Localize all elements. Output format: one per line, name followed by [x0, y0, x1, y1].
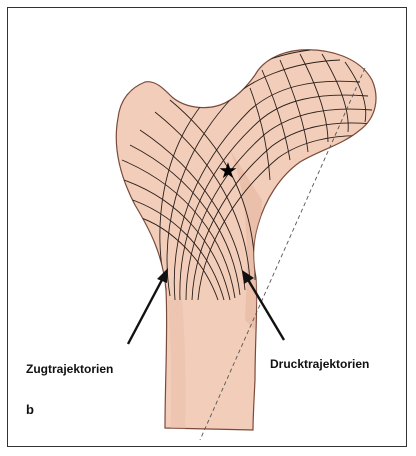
- compression-trajectories-label: Drucktrajektorien: [270, 357, 369, 371]
- tension-trajectories-label: Zugtrajektorien: [26, 362, 113, 376]
- tension-arrow: [128, 268, 168, 344]
- panel-letter: b: [26, 402, 34, 417]
- femur-outline: [116, 50, 376, 430]
- star-marker: ★: [218, 159, 238, 184]
